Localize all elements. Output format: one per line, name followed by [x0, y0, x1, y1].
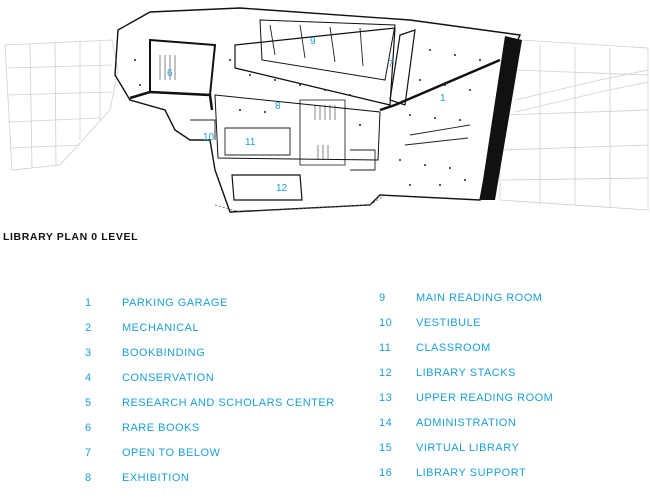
- room-label-9: 9: [310, 36, 316, 47]
- room-label-11: 11: [245, 137, 256, 148]
- legend-label: OPEN TO BELOW: [122, 447, 221, 459]
- legend-number: 11: [379, 342, 392, 354]
- room-label-6: 6: [167, 68, 173, 79]
- right-street-grid: [499, 39, 649, 211]
- building-outline: [114, 7, 522, 213]
- legend-label: CLASSROOM: [416, 342, 491, 354]
- plan-title: LIBRARY PLAN 0 LEVEL: [3, 231, 139, 243]
- left-street-grid: [4, 39, 119, 171]
- legend-number: 5: [85, 397, 92, 409]
- room-label-8: 8: [275, 101, 281, 112]
- floor-plan-drawing: 9 6 7 1 8 10 11 12: [4, 7, 649, 213]
- legend-label: LIBRARY SUPPORT: [416, 467, 527, 479]
- stair-hatching: [159, 55, 336, 160]
- room-label-1: 1: [440, 93, 446, 104]
- legend-number: 14: [379, 417, 393, 429]
- legend-number: 1: [85, 297, 92, 309]
- legend-number: 12: [379, 367, 393, 379]
- legend-label: ADMINISTRATION: [416, 417, 517, 429]
- legend-number: 13: [379, 392, 393, 404]
- legend-number: 7: [85, 447, 92, 459]
- legend-label: BOOKBINDING: [122, 347, 206, 359]
- room-label-7: 7: [388, 59, 394, 70]
- legend-label: RESEARCH AND SCHOLARS CENTER: [122, 397, 335, 409]
- legend-label: VIRTUAL LIBRARY: [416, 442, 520, 454]
- legend-number: 4: [85, 372, 92, 384]
- legend-number: 8: [85, 472, 92, 484]
- legend-number: 3: [85, 347, 92, 359]
- site-boundary: [214, 194, 386, 213]
- room-label-12: 12: [276, 183, 288, 194]
- legend-label: PARKING GARAGE: [122, 297, 228, 309]
- legend-label: EXHIBITION: [122, 472, 190, 484]
- retaining-wall: [480, 36, 522, 200]
- legend-number: 10: [379, 317, 393, 329]
- legend-number: 2: [85, 322, 92, 334]
- interior-partitions: [190, 24, 471, 171]
- legend-label: MECHANICAL: [122, 322, 200, 334]
- legend-number: 9: [379, 292, 386, 304]
- column-grid-dots: [134, 49, 481, 186]
- legend-number: 16: [379, 467, 393, 479]
- legend-label: RARE BOOKS: [122, 422, 200, 434]
- legend-label: VESTIBULE: [416, 317, 482, 329]
- legend-label: CONSERVATION: [122, 372, 215, 384]
- legend-number: 6: [85, 422, 92, 434]
- legend-number: 15: [379, 442, 393, 454]
- legend-label: UPPER READING ROOM: [416, 392, 554, 404]
- legend-label: MAIN READING ROOM: [416, 292, 543, 304]
- legend-label: LIBRARY STACKS: [416, 367, 516, 379]
- room-label-10: 10: [203, 132, 215, 143]
